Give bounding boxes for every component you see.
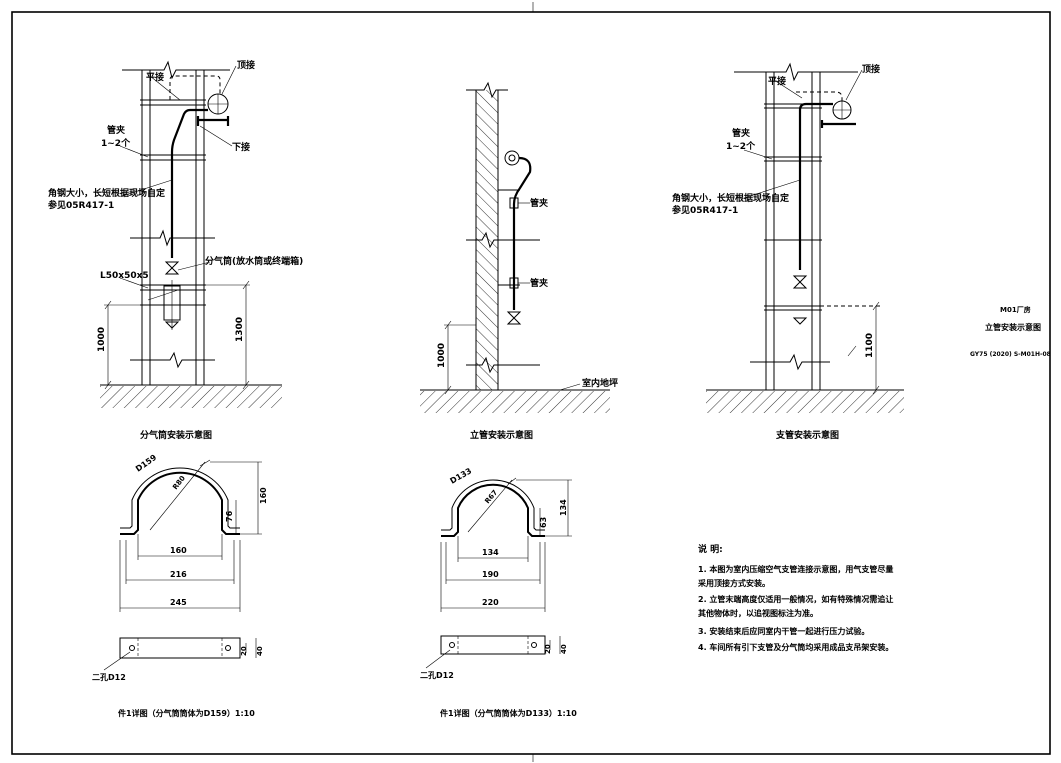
note-line-2: 采用顶接方式安装。 bbox=[697, 578, 770, 588]
detail-d133: D133 R67 134 190 220 63 134 20 40 二孔D12 … bbox=[420, 466, 577, 718]
left-label-clamp-count: 1~2个 bbox=[101, 137, 131, 149]
sheet-frame bbox=[11, 11, 1051, 755]
left-view: 平接 顶接 下接 管夹 1~2个 角钢大小，长短根据现场自定 参见05R417-… bbox=[48, 59, 303, 441]
note-line-4: 其他物体时，以追视图标注为准。 bbox=[698, 608, 818, 618]
right-label-flat-connect: 平接 bbox=[768, 75, 786, 87]
note-line-6: 4. 车间所有引下支管及分气筒均采用成品支吊架安装。 bbox=[698, 642, 893, 652]
d133-title: 件1详图（分气筒筒体为D133）1:10 bbox=[440, 708, 577, 718]
notes-heading: 说 明: bbox=[698, 543, 723, 555]
left-label-flat-connect: 平接 bbox=[146, 71, 164, 83]
d133-holes: 二孔D12 bbox=[420, 670, 454, 680]
mid-label-clamp-1: 管夹 bbox=[530, 197, 548, 209]
d133-dim-190: 190 bbox=[482, 570, 499, 579]
d159-r-label: R80 bbox=[171, 474, 187, 491]
riser-main-circle bbox=[504, 150, 520, 166]
left-label-angle-note: 角钢大小，长短根据现场自定 bbox=[48, 187, 166, 199]
note-line-5: 3. 安装结束后应同室内干管一起进行压力试验。 bbox=[698, 626, 869, 636]
d133-dim-height: 134 bbox=[559, 499, 568, 516]
right-view-title: 支管安装示意图 bbox=[775, 429, 839, 441]
left-label-manifold: 分气筒(放水筒或终端箱) bbox=[205, 255, 303, 267]
d159-dim-height: 160 bbox=[259, 487, 268, 504]
d133-dim-134: 134 bbox=[482, 548, 499, 557]
left-view-title: 分气筒安装示意图 bbox=[140, 429, 212, 441]
d133-dia-label: D133 bbox=[449, 466, 474, 485]
d159-dim-40: 40 bbox=[256, 646, 264, 656]
note-line-3: 2. 立管末端高度仅适用一般情况，如有特殊情况需追让 bbox=[698, 594, 893, 604]
d133-dim-20: 20 bbox=[544, 644, 552, 654]
d159-dim-20: 20 bbox=[240, 646, 248, 656]
d159-title: 件1详图（分气筒筒体为D159）1:10 bbox=[118, 708, 255, 718]
d159-dim-160: 160 bbox=[170, 546, 187, 555]
sheet-plant: M01厂房 bbox=[1000, 305, 1031, 314]
note-line-1: 1. 本图为室内压缩空气支管连接示意图，用气支管尽量 bbox=[698, 564, 893, 574]
left-label-bottom-connect: 下接 bbox=[232, 141, 250, 153]
sheet-drawing-title: 立管安装示意图 bbox=[985, 322, 1041, 332]
mid-label-floor: 室内地坪 bbox=[582, 377, 618, 389]
d159-flat-bar bbox=[119, 637, 241, 659]
d133-dim-40: 40 bbox=[560, 644, 568, 654]
d159-dim-76: 76 bbox=[225, 510, 234, 522]
right-label-clamp: 管夹 bbox=[732, 127, 750, 139]
right-label-angle-ref: 参见05R417-1 bbox=[672, 204, 738, 216]
detail-d159: D159 R80 160 216 245 76 160 20 40 二孔D12 … bbox=[92, 453, 268, 718]
left-dim-1300: 1300 bbox=[235, 317, 245, 342]
mid-label-clamp-2: 管夹 bbox=[530, 277, 548, 289]
right-view: 平接 顶接 管夹 1~2个 角钢大小，长短根据现场自定 参见05R417-1 1… bbox=[672, 62, 904, 441]
d133-flat-bar bbox=[440, 635, 546, 655]
d159-holes: 二孔D12 bbox=[92, 672, 126, 682]
left-label-top-connect: 顶接 bbox=[237, 59, 255, 71]
d159-dim-216: 216 bbox=[170, 570, 187, 579]
sheet-drawing-code: GY75 (2020) S-M01H-08 bbox=[970, 351, 1051, 358]
d159-dim-245: 245 bbox=[170, 598, 187, 607]
left-label-clamp: 管夹 bbox=[107, 124, 125, 136]
mid-dim-1000: 1000 bbox=[437, 343, 447, 368]
right-label-top-connect: 顶接 bbox=[862, 63, 880, 75]
middle-view: 管夹 管夹 室内地坪 1000 立管安装示意图 bbox=[420, 81, 618, 441]
d133-dim-63: 63 bbox=[539, 517, 548, 528]
left-label-angle-ref: 参见05R417-1 bbox=[48, 199, 114, 211]
d133-r-label: R67 bbox=[483, 488, 499, 505]
wall bbox=[476, 90, 498, 390]
right-dim-1100: 1100 bbox=[865, 333, 875, 358]
left-label-angle-size: L50x50x5 bbox=[100, 271, 149, 281]
d133-dim-220: 220 bbox=[482, 598, 499, 607]
d159-dia-label: D159 bbox=[134, 453, 159, 474]
mid-view-title: 立管安装示意图 bbox=[470, 429, 533, 441]
notes-block: 说 明: 1. 本图为室内压缩空气支管连接示意图，用气支管尽量 采用顶接方式安装… bbox=[697, 543, 893, 652]
right-label-clamp-count: 1~2个 bbox=[726, 140, 756, 152]
left-dim-1000: 1000 bbox=[97, 327, 107, 352]
sheet-info: M01厂房 立管安装示意图 GY75 (2020) S-M01H-08 bbox=[970, 305, 1051, 358]
right-label-angle-note: 角钢大小，长短根据现场自定 bbox=[672, 192, 790, 204]
